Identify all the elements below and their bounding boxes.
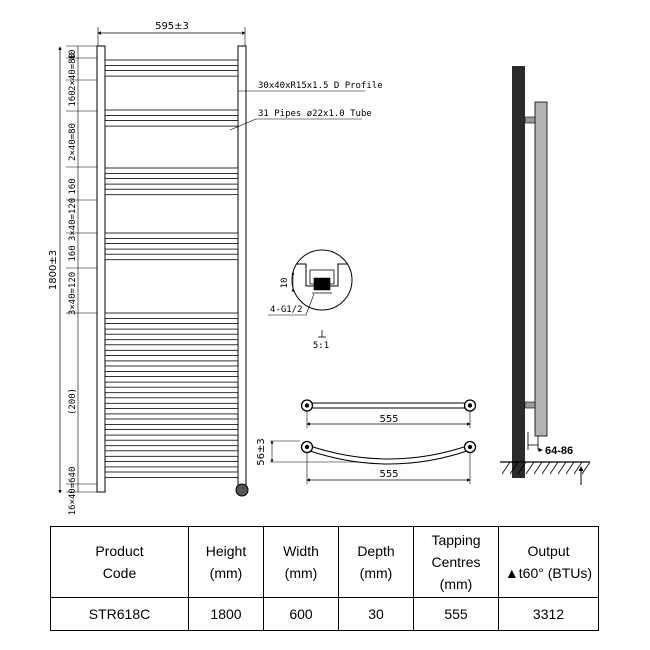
wall <box>512 66 525 478</box>
radiator-side <box>534 101 548 437</box>
height-dimension: 1800±3 <box>48 250 59 290</box>
rail-bar <box>104 59 239 66</box>
detail-dim-10: 10 <box>280 278 290 289</box>
rail-bar <box>104 232 239 239</box>
wall-gap-dim: 64-86 <box>545 445 573 457</box>
header-output-title: Output <box>527 543 570 559</box>
vertical-dim-label: 160 <box>68 178 78 194</box>
rail-bar <box>104 167 239 174</box>
vertical-dim-label: 40 <box>68 50 78 61</box>
header-depth: Depth (mm) <box>338 526 414 598</box>
spec-table: Product Code Height (mm) Width (mm) Dept… <box>50 526 599 631</box>
cell-tapping-centres: 555 <box>413 597 499 631</box>
vertical-dim-label: 16×40=640 <box>68 467 78 516</box>
cell-output: 3312 <box>498 597 599 631</box>
vertical-dim-label: 2×40=80 <box>68 123 78 161</box>
rail-bar <box>104 376 239 383</box>
rail-bars <box>104 59 239 478</box>
rail-bar <box>104 120 239 127</box>
profile-callout: 30x40xR15x1.5 D Profile <box>258 81 383 91</box>
rail-bar <box>104 365 239 372</box>
vertical-dim-label: 160 <box>68 90 78 106</box>
bow-depth-dim: 56±3 <box>256 438 267 465</box>
cell-height: 1800 <box>188 597 264 631</box>
vertical-dim-label: 160 <box>68 245 78 261</box>
rail-bar <box>104 397 239 404</box>
vertical-dimensions: 402×40=801602×40=801603×40=1201603×40=12… <box>66 45 97 516</box>
rail-bar <box>104 253 239 261</box>
rail-bar <box>104 178 239 185</box>
vertical-dim-label: 3×40=120 <box>68 272 78 315</box>
width-dimension: 595±3 <box>155 21 189 32</box>
floor-hatch <box>501 461 591 475</box>
vertical-dim-label: 3×40=120 <box>68 198 78 241</box>
detail-scale: 5:1 <box>313 341 329 351</box>
rail-bar <box>104 188 239 196</box>
technical-drawing: 595±3 1800±3 402×40=801602×40=801603×40=… <box>48 21 591 515</box>
header-height: Height (mm) <box>188 526 264 598</box>
vertical-dim-label: 2×40=80 <box>68 53 78 91</box>
rail-bar <box>104 109 239 116</box>
rail-bar <box>104 439 239 447</box>
header-output-unit: ▲t60° (BTUs) <box>504 565 593 581</box>
rail-bar <box>104 386 239 394</box>
header-tapping-centres: Tapping Centres (mm) <box>413 526 499 598</box>
rail-bar <box>104 450 239 457</box>
pipes-callout: 31 Pipes ø22x1.0 Tube <box>258 109 372 119</box>
thread-callout: 4-G1/2 <box>270 305 303 315</box>
curved-width-dim: 555 <box>379 469 398 480</box>
header-width: Width (mm) <box>263 526 339 598</box>
cell-width: 600 <box>263 597 339 631</box>
top-views: 555 555 56±3 <box>256 399 477 484</box>
detail-view: 10 4-G1/2 5:1 <box>268 249 353 351</box>
rail-bar <box>104 471 239 478</box>
spec-header-row: Product Code Height (mm) Width (mm) Dept… <box>50 526 599 598</box>
header-product-code: Product Code <box>50 526 189 598</box>
rail-bar <box>104 312 239 319</box>
rail-bar <box>104 460 239 468</box>
cell-product-code: STR618C <box>50 597 189 631</box>
straight-width-dim: 555 <box>379 414 398 425</box>
front-view: 595±3 1800±3 402×40=801602×40=801603×40=… <box>48 21 383 515</box>
rail-bar <box>104 418 239 425</box>
vertical-dim-label: (200) <box>68 388 78 415</box>
spec-data-row: STR618C 1800 600 30 555 3312 <box>50 597 599 631</box>
header-output: Output ▲t60° (BTUs) <box>498 526 599 598</box>
valve-icon <box>235 483 249 497</box>
rail-bar <box>104 407 239 415</box>
rail-bar <box>104 243 239 250</box>
rail-bar <box>104 70 239 77</box>
rail-bar <box>104 333 239 341</box>
rail-bar <box>104 344 239 351</box>
rail-bar <box>104 323 239 330</box>
cell-depth: 30 <box>338 597 414 631</box>
rail-bar <box>104 429 239 436</box>
side-view: 64-86 <box>500 66 591 485</box>
rail-bar <box>104 354 239 362</box>
